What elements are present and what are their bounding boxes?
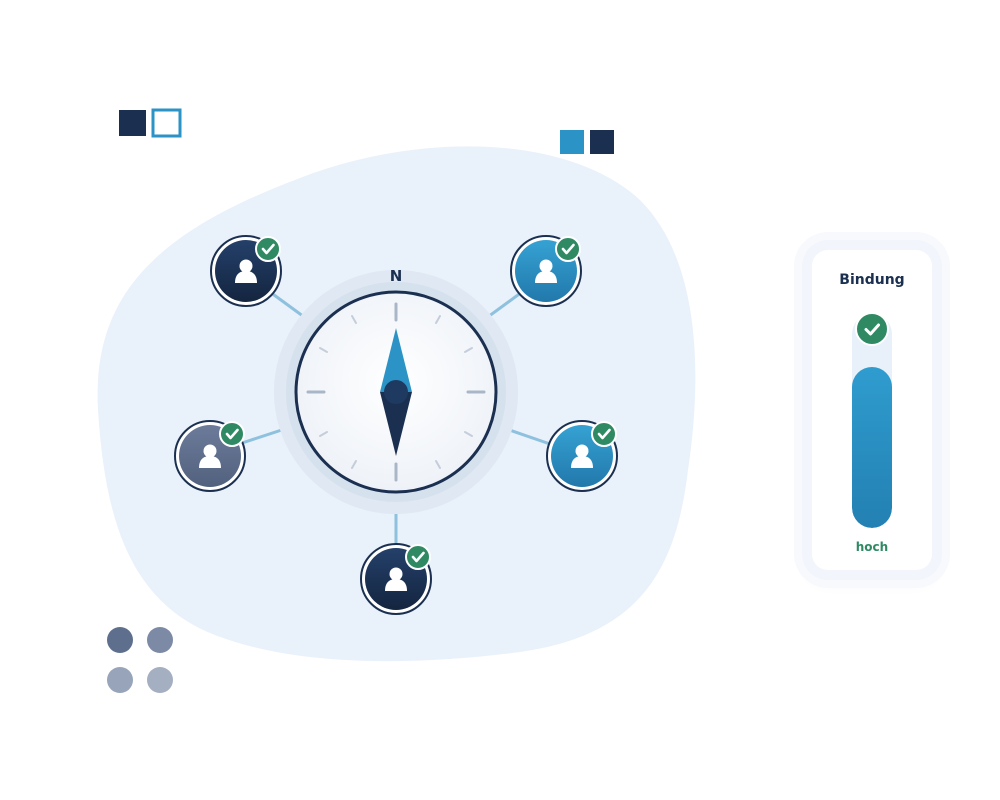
bonding-card: Bindung hoch <box>812 250 932 570</box>
check-icon <box>554 235 582 263</box>
decor-dot <box>147 667 173 693</box>
gauge-fill <box>852 367 892 528</box>
compass-icon <box>294 290 498 494</box>
compass-needle-north <box>380 328 412 392</box>
decor-square-outline <box>151 108 182 138</box>
check-icon <box>218 420 246 448</box>
check-icon <box>254 235 282 263</box>
check-icon <box>855 312 889 346</box>
decor-dot <box>107 667 133 693</box>
avatar <box>210 235 282 307</box>
decor-square-navy <box>119 110 146 136</box>
decor-square-navy-small <box>590 130 614 154</box>
decor-dot <box>147 627 173 653</box>
compass-north-label: N <box>390 267 403 285</box>
avatar <box>360 543 432 615</box>
check-icon <box>404 543 432 571</box>
compass-needle-south <box>380 392 412 456</box>
card-title: Bindung <box>839 272 905 288</box>
compass-pivot <box>384 380 408 404</box>
avatar <box>174 420 246 492</box>
avatar <box>546 420 618 492</box>
avatar <box>510 235 582 307</box>
decor-dot <box>107 627 133 653</box>
card-level-label: hoch <box>855 540 889 554</box>
decor-square-blue <box>560 130 584 154</box>
check-icon <box>590 420 618 448</box>
bonding-gauge <box>852 314 892 528</box>
